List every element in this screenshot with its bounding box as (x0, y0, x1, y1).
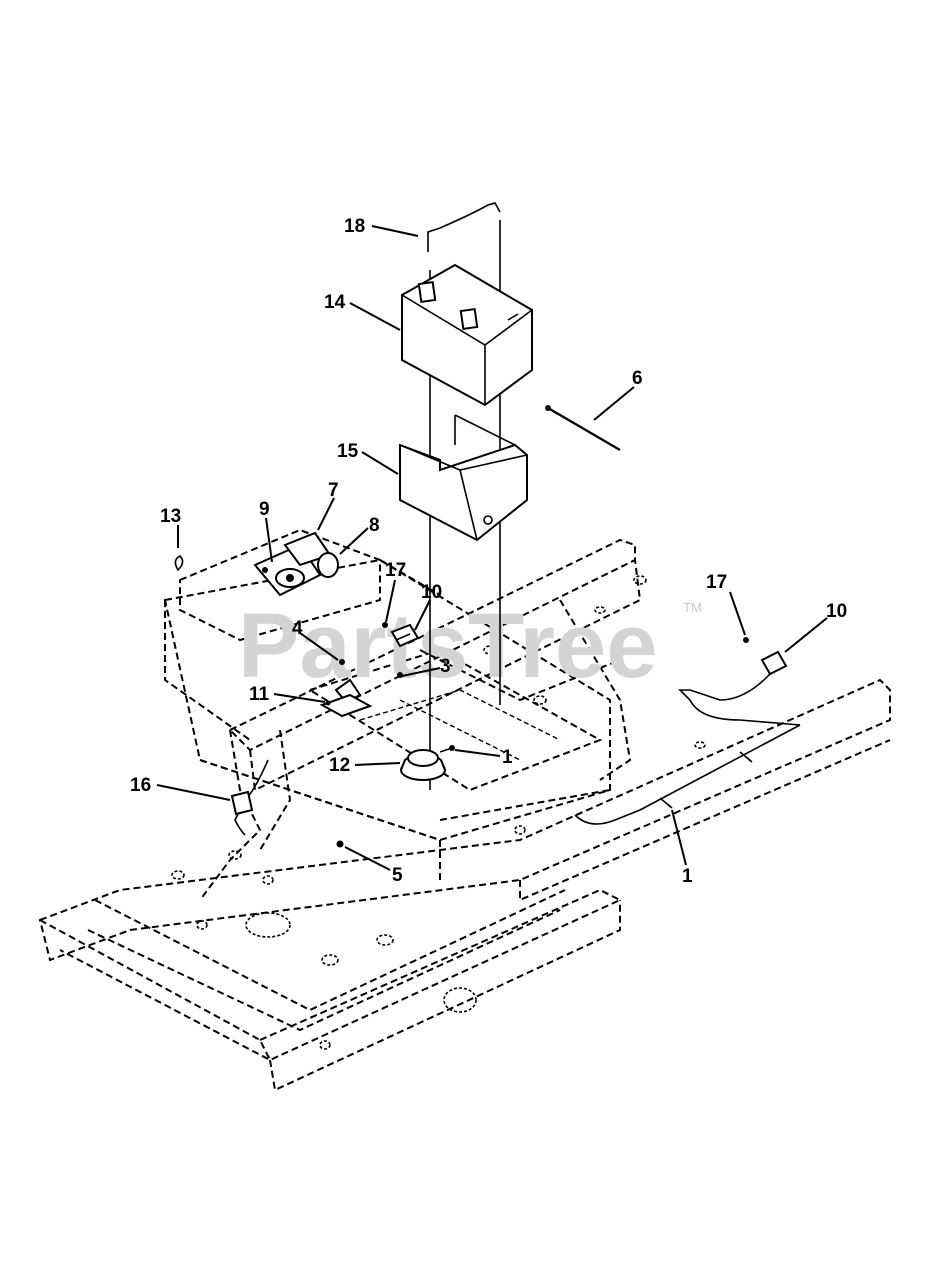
watermark-tm: TM (683, 600, 702, 615)
callout-4: 4 (292, 618, 303, 639)
callout-7: 7 (328, 480, 339, 501)
hex-nut (336, 840, 344, 848)
callout-10-right: 10 (826, 601, 847, 622)
callout-5: 5 (392, 865, 403, 886)
leader-lines (156, 225, 828, 871)
callout-16: 16 (130, 775, 151, 796)
callout-17-upper: 17 (385, 560, 406, 581)
harness-connector-left (230, 759, 269, 836)
callout-1-right: 1 (682, 866, 693, 887)
callout-6: 6 (632, 368, 643, 389)
rod-bolt (545, 405, 621, 452)
callout-17-right: 17 (706, 572, 727, 593)
battery (401, 263, 533, 407)
callout-9: 9 (259, 499, 270, 520)
buzzer-alarm (400, 745, 455, 781)
callout-1-center: 1 (502, 747, 513, 768)
callout-labels: 18 14 6 15 7 13 9 8 17 10 4 3 11 1 12 16… (130, 216, 847, 887)
callout-8: 8 (369, 515, 380, 536)
battery-tray (399, 414, 528, 542)
callout-13: 13 (160, 506, 181, 527)
seat-switch-assembly (319, 659, 403, 718)
callout-14: 14 (324, 292, 346, 313)
callout-3: 3 (440, 656, 451, 677)
switch-bracket-assembly (253, 531, 339, 597)
watermark-text: PartsTree (238, 595, 657, 697)
wire-harness-right (574, 637, 801, 825)
callout-18: 18 (344, 216, 365, 237)
hair-pin-clip (174, 555, 184, 572)
battery-strap (427, 202, 501, 252)
callout-12: 12 (329, 755, 350, 776)
callout-15: 15 (337, 441, 359, 462)
connector-upper (382, 622, 420, 648)
callout-10-upper: 10 (421, 582, 442, 603)
callout-11: 11 (249, 684, 270, 705)
